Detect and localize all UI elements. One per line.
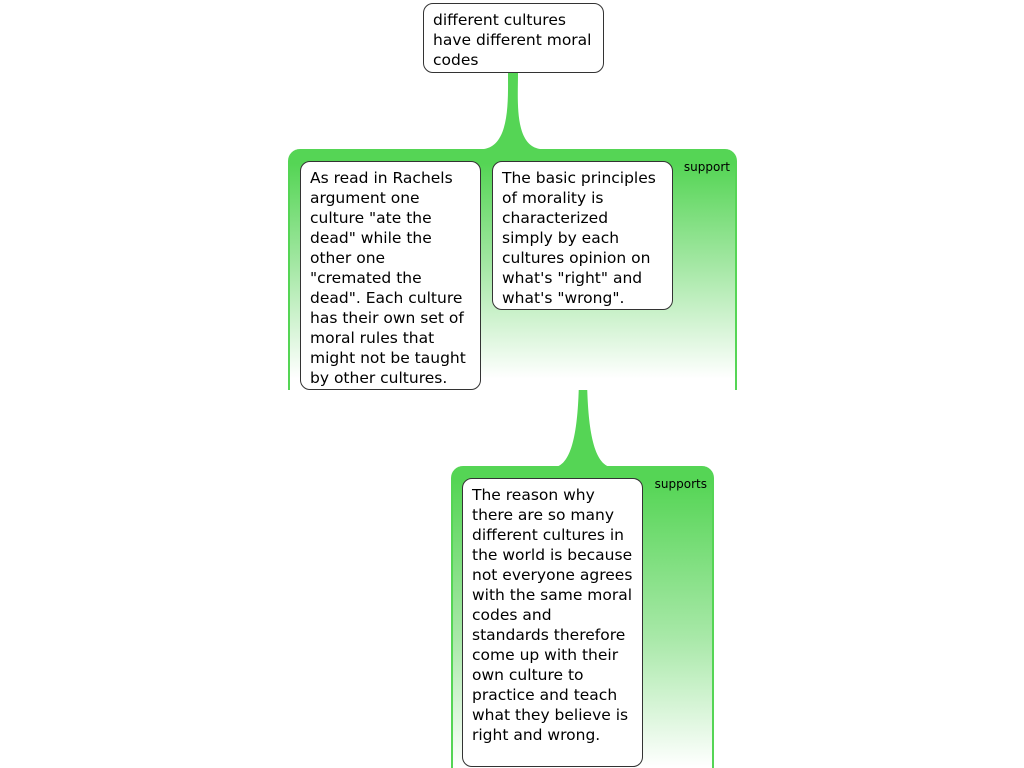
group-label: supports [654,477,707,491]
claim-node[interactable]: different cultures have different moral … [423,3,604,73]
premise-node[interactable]: As read in Rachels argument one culture … [300,161,481,390]
premise-node[interactable]: The reason why there are so many differe… [462,478,643,767]
connector-claim-to-support [484,73,540,149]
premise-node[interactable]: The basic principles of morality is char… [492,161,673,310]
group-label: support [683,160,730,174]
